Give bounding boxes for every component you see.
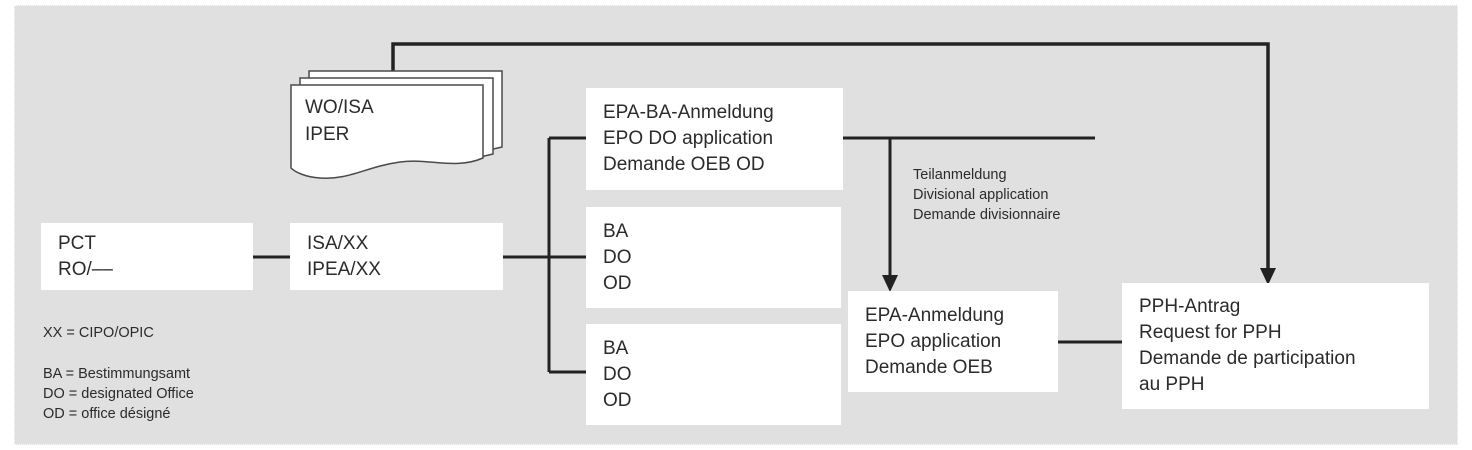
legend: XX = CIPO/OPIC BA = Bestimmungsamt DO = … xyxy=(43,323,194,424)
document-page-front xyxy=(290,84,484,179)
arrow-down-into-epa-icon xyxy=(882,275,898,292)
legend-line-ba: BA = Bestimmungsamt xyxy=(43,366,191,382)
legend-line-do: DO = designated Office xyxy=(43,386,194,402)
connector-feedback-loop xyxy=(391,42,1270,270)
legend-line-od: OD = office désigné xyxy=(43,406,171,422)
document-stack-icon xyxy=(290,70,503,179)
legend-line-xx: XX = CIPO/OPIC xyxy=(43,325,154,341)
arrow-down-into-pph-icon xyxy=(1260,268,1276,285)
